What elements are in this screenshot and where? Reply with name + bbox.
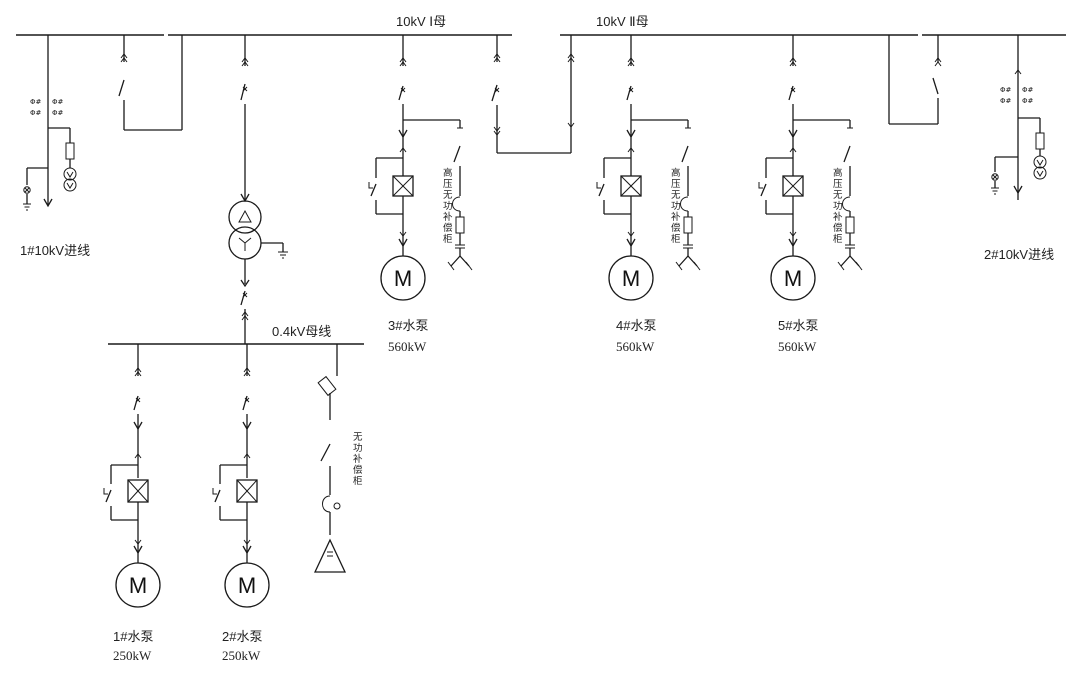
bus2-label: 10kV Ⅱ母 — [596, 14, 649, 29]
incoming-line-1-label: 1#10kV进线 — [20, 243, 90, 258]
hv-comp-char: 功 — [443, 201, 453, 212]
hv-comp-char: 偿 — [443, 222, 453, 234]
lv-feeder-1: M 1#水泵 250kW — [103, 344, 161, 663]
fuse — [683, 216, 693, 234]
hv-comp-char: 柜 — [443, 233, 453, 245]
motor-2-symbol: M — [238, 573, 256, 598]
hv-comp-char: 压 — [671, 179, 681, 190]
lv-feeder-2: M 2#水泵 250kW — [212, 344, 270, 663]
hv-comp-char: 压 — [443, 179, 453, 190]
bus-coupler — [491, 35, 575, 154]
pump-3-name: 3#水泵 — [388, 318, 428, 333]
lv-bus-label: 0.4kV母线 — [272, 324, 331, 339]
motor-3-symbol: M — [394, 266, 412, 291]
ct-mark-1b: Φ# — [52, 98, 64, 106]
pump-1-name: 1#水泵 — [113, 629, 153, 644]
bus2-link-right — [888, 35, 942, 125]
lv-comp-char: 无 — [353, 432, 363, 443]
lv-comp-char: 功 — [353, 443, 363, 454]
ct-mark-1d: Φ# — [52, 109, 64, 117]
pump-5-name: 5#水泵 — [778, 318, 818, 333]
bus1-label: 10kV Ⅰ母 — [396, 14, 446, 29]
motor-4-symbol: M — [622, 266, 640, 291]
hv-comp-char: 无 — [443, 190, 453, 201]
hv-comp-char: 补 — [833, 211, 843, 223]
lv-comp-char: 补 — [353, 453, 363, 465]
hv-comp-char: 柜 — [671, 233, 681, 245]
pump-4-name: 4#水泵 — [616, 318, 656, 333]
ct-mark-1a: Φ# — [30, 98, 42, 106]
motor-2-circle — [224, 562, 270, 608]
pump-4-power: 560kW — [616, 339, 655, 354]
pump-3-power: 560kW — [388, 339, 427, 354]
motor-1-circle — [115, 562, 161, 608]
pump-2-name: 2#水泵 — [222, 629, 262, 644]
pump-2-power: 250kW — [222, 648, 261, 663]
lv-pump-feeders: M 1#水泵 250kW M 2#水泵 250kW — [103, 344, 270, 663]
hv-pump-feeders: M高压无功补偿柜3#水泵560kWM高压无功补偿柜4#水泵560kWM高压无功补… — [368, 35, 863, 354]
incoming-line-1: Φ# Φ# Φ# Φ# — [23, 35, 77, 211]
bus1-link-left — [118, 35, 183, 131]
hv-comp-char: 偿 — [833, 222, 843, 234]
ct-mark-2b: Φ# — [1022, 86, 1034, 94]
hv-comp-char: 功 — [833, 201, 843, 212]
incoming-line-2-label: 2#10kV进线 — [984, 247, 1054, 262]
pump-1-power: 250kW — [113, 648, 152, 663]
hv-comp-char: 补 — [671, 211, 681, 223]
motor-5-symbol: M — [784, 266, 802, 291]
hv-comp-char: 功 — [671, 201, 681, 212]
ct-mark-2d: Φ# — [1022, 97, 1034, 105]
ct-mark-2a: Φ# — [1000, 86, 1012, 94]
transformer-primary-winding — [228, 200, 262, 234]
ct-mark-1c: Φ# — [30, 109, 42, 117]
pump-5-power: 560kW — [778, 339, 817, 354]
motor-1-symbol: M — [129, 573, 147, 598]
hv-comp-char: 高 — [833, 167, 843, 179]
lv-comp-char: 偿 — [353, 464, 363, 476]
incoming-line-2: Φ# Φ# Φ# Φ# — [991, 35, 1047, 200]
hv-comp-char: 高 — [443, 167, 453, 179]
hv-comp-char: 偿 — [671, 222, 681, 234]
motor-3-circle — [380, 255, 426, 301]
lv-compensation-branch — [313, 344, 347, 573]
fuse — [455, 216, 465, 234]
lv-comp-char: 柜 — [353, 475, 363, 487]
motor-4-circle — [608, 255, 654, 301]
fuse — [845, 216, 855, 234]
ct-mark-2c: Φ# — [1000, 97, 1012, 105]
hv-comp-char: 无 — [671, 190, 681, 201]
hv-comp-char: 高 — [671, 167, 681, 179]
hv-comp-char: 无 — [833, 190, 843, 201]
motor-5-circle — [770, 255, 816, 301]
hv-comp-char: 压 — [833, 179, 843, 190]
hv-comp-char: 柜 — [833, 233, 843, 245]
transformer-feeder — [228, 35, 288, 344]
hv-comp-char: 补 — [443, 211, 453, 223]
